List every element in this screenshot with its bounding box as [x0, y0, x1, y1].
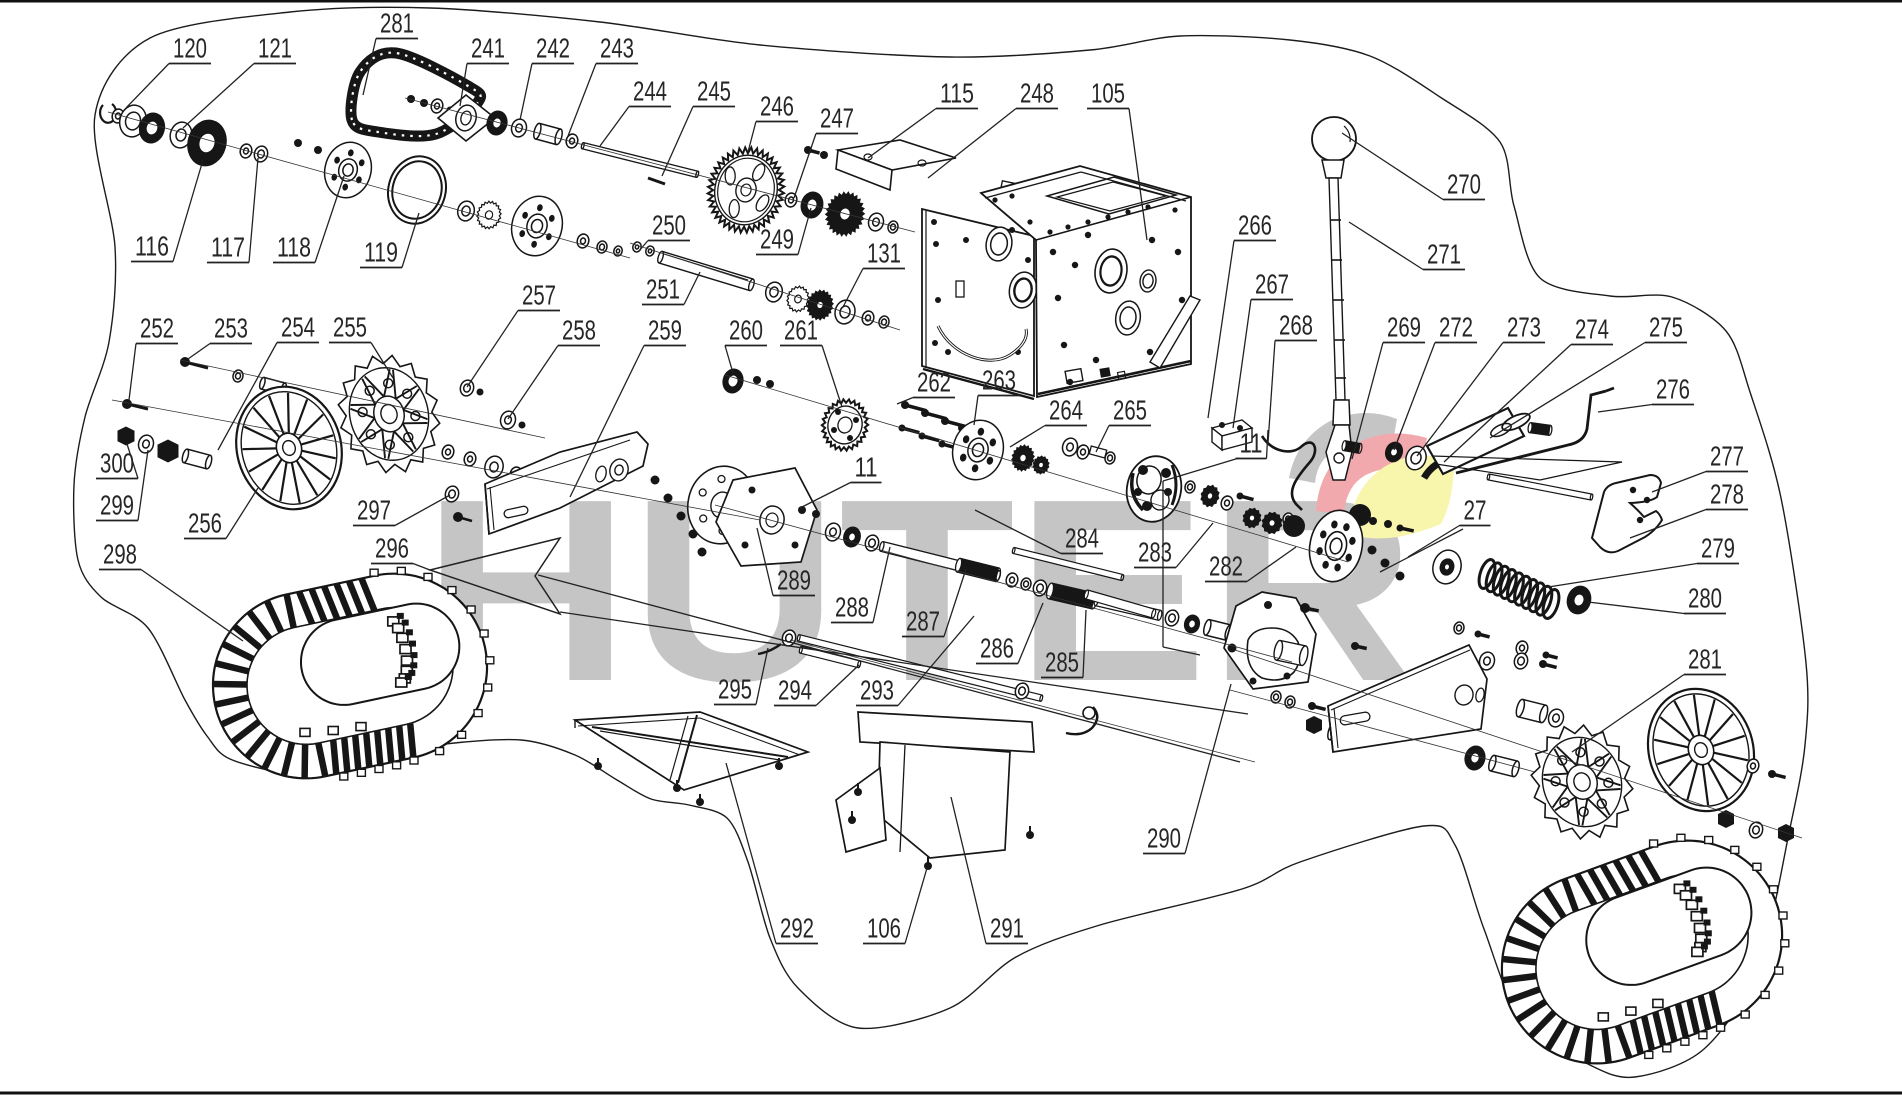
svg-text:297: 297: [357, 495, 391, 526]
svg-text:269: 269: [1387, 312, 1421, 343]
svg-text:255: 255: [333, 312, 367, 343]
svg-text:11: 11: [1240, 428, 1263, 459]
svg-text:284: 284: [1065, 523, 1099, 554]
svg-text:262: 262: [917, 367, 951, 398]
svg-text:245: 245: [697, 76, 731, 107]
svg-text:296: 296: [375, 533, 409, 564]
svg-text:261: 261: [784, 315, 818, 346]
svg-text:249: 249: [760, 224, 794, 255]
svg-text:290: 290: [1147, 823, 1181, 854]
svg-text:131: 131: [867, 238, 901, 269]
svg-text:281: 281: [1688, 644, 1722, 675]
svg-text:263: 263: [982, 365, 1016, 396]
svg-text:298: 298: [103, 539, 137, 570]
svg-text:288: 288: [835, 592, 869, 623]
svg-text:254: 254: [281, 312, 315, 343]
svg-text:299: 299: [100, 490, 134, 521]
svg-text:273: 273: [1507, 312, 1541, 343]
svg-text:246: 246: [760, 91, 794, 122]
svg-text:105: 105: [1091, 78, 1125, 109]
svg-text:243: 243: [600, 33, 634, 64]
svg-text:280: 280: [1688, 583, 1722, 614]
svg-text:282: 282: [1209, 551, 1243, 582]
svg-text:293: 293: [860, 675, 894, 706]
svg-text:285: 285: [1045, 647, 1079, 678]
svg-text:251: 251: [646, 274, 680, 305]
svg-text:121: 121: [258, 33, 292, 64]
svg-text:266: 266: [1238, 210, 1272, 241]
svg-text:256: 256: [188, 508, 222, 539]
svg-text:244: 244: [633, 76, 667, 107]
svg-text:257: 257: [522, 280, 556, 311]
svg-text:279: 279: [1701, 533, 1735, 564]
svg-text:294: 294: [778, 675, 812, 706]
svg-text:268: 268: [1279, 310, 1313, 341]
svg-text:117: 117: [211, 232, 245, 263]
svg-text:292: 292: [780, 913, 814, 944]
svg-text:277: 277: [1710, 441, 1744, 472]
svg-text:252: 252: [140, 313, 174, 344]
svg-text:278: 278: [1710, 479, 1744, 510]
svg-text:253: 253: [214, 313, 248, 344]
svg-text:276: 276: [1656, 374, 1690, 405]
svg-text:116: 116: [135, 231, 169, 262]
svg-text:289: 289: [777, 565, 811, 596]
svg-text:286: 286: [980, 633, 1014, 664]
svg-text:250: 250: [652, 210, 686, 241]
svg-text:300: 300: [100, 448, 134, 479]
svg-text:283: 283: [1138, 537, 1172, 568]
svg-text:287: 287: [906, 606, 940, 637]
svg-text:271: 271: [1427, 239, 1461, 270]
svg-text:248: 248: [1020, 78, 1054, 109]
svg-text:119: 119: [364, 237, 398, 268]
svg-text:281: 281: [380, 8, 414, 39]
svg-text:264: 264: [1049, 395, 1083, 426]
svg-text:260: 260: [729, 315, 763, 346]
svg-text:118: 118: [277, 232, 311, 263]
svg-text:291: 291: [990, 913, 1024, 944]
svg-text:274: 274: [1575, 314, 1609, 345]
svg-text:106: 106: [867, 913, 901, 944]
svg-text:242: 242: [536, 33, 570, 64]
svg-text:272: 272: [1439, 312, 1473, 343]
svg-text:27: 27: [1464, 495, 1487, 526]
svg-text:265: 265: [1113, 395, 1147, 426]
svg-text:115: 115: [940, 78, 974, 109]
svg-text:295: 295: [718, 674, 752, 705]
svg-text:241: 241: [471, 33, 505, 64]
svg-text:259: 259: [648, 315, 682, 346]
svg-text:11: 11: [855, 452, 878, 483]
svg-text:275: 275: [1649, 312, 1683, 343]
svg-text:258: 258: [562, 315, 596, 346]
svg-text:267: 267: [1255, 269, 1289, 300]
svg-text:247: 247: [820, 103, 854, 134]
svg-text:270: 270: [1447, 169, 1481, 200]
svg-text:120: 120: [173, 33, 207, 64]
